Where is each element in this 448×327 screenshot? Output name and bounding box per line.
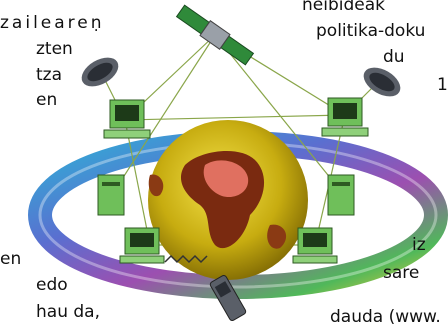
text-fragment-left-6: edo xyxy=(36,276,68,294)
satellite-dish-right xyxy=(359,62,406,103)
computer-left-tower xyxy=(98,175,124,215)
text-fragment-left-7: hau da, xyxy=(36,303,100,321)
text-fragment-right-2: politika-doku xyxy=(316,22,425,40)
text-fragment-right-5: iz xyxy=(412,236,426,254)
computer-right-top xyxy=(322,98,368,136)
satellite-dish-left xyxy=(77,52,124,93)
text-fragment-left-1: zaileareṇ xyxy=(0,14,105,32)
text-fragment-left-4: en xyxy=(36,91,57,109)
computer-right-bottom xyxy=(293,228,337,263)
text-fragment-right-4: 1 xyxy=(437,76,448,94)
text-fragment-right-1: neibideak xyxy=(302,0,385,14)
text-fragment-left-3: tza xyxy=(36,66,62,84)
computer-right-tower xyxy=(328,175,354,215)
text-fragment-right-6: sare xyxy=(383,264,419,282)
text-fragment-left-5: en xyxy=(0,250,21,268)
computer-left-top xyxy=(104,100,150,138)
text-fragment-right-3: du xyxy=(383,48,405,66)
computer-left-bottom xyxy=(120,228,164,263)
text-fragment-right-7: dauda (www. xyxy=(330,308,441,326)
satellite-top xyxy=(175,4,254,67)
text-fragment-left-2: zten xyxy=(36,40,73,58)
